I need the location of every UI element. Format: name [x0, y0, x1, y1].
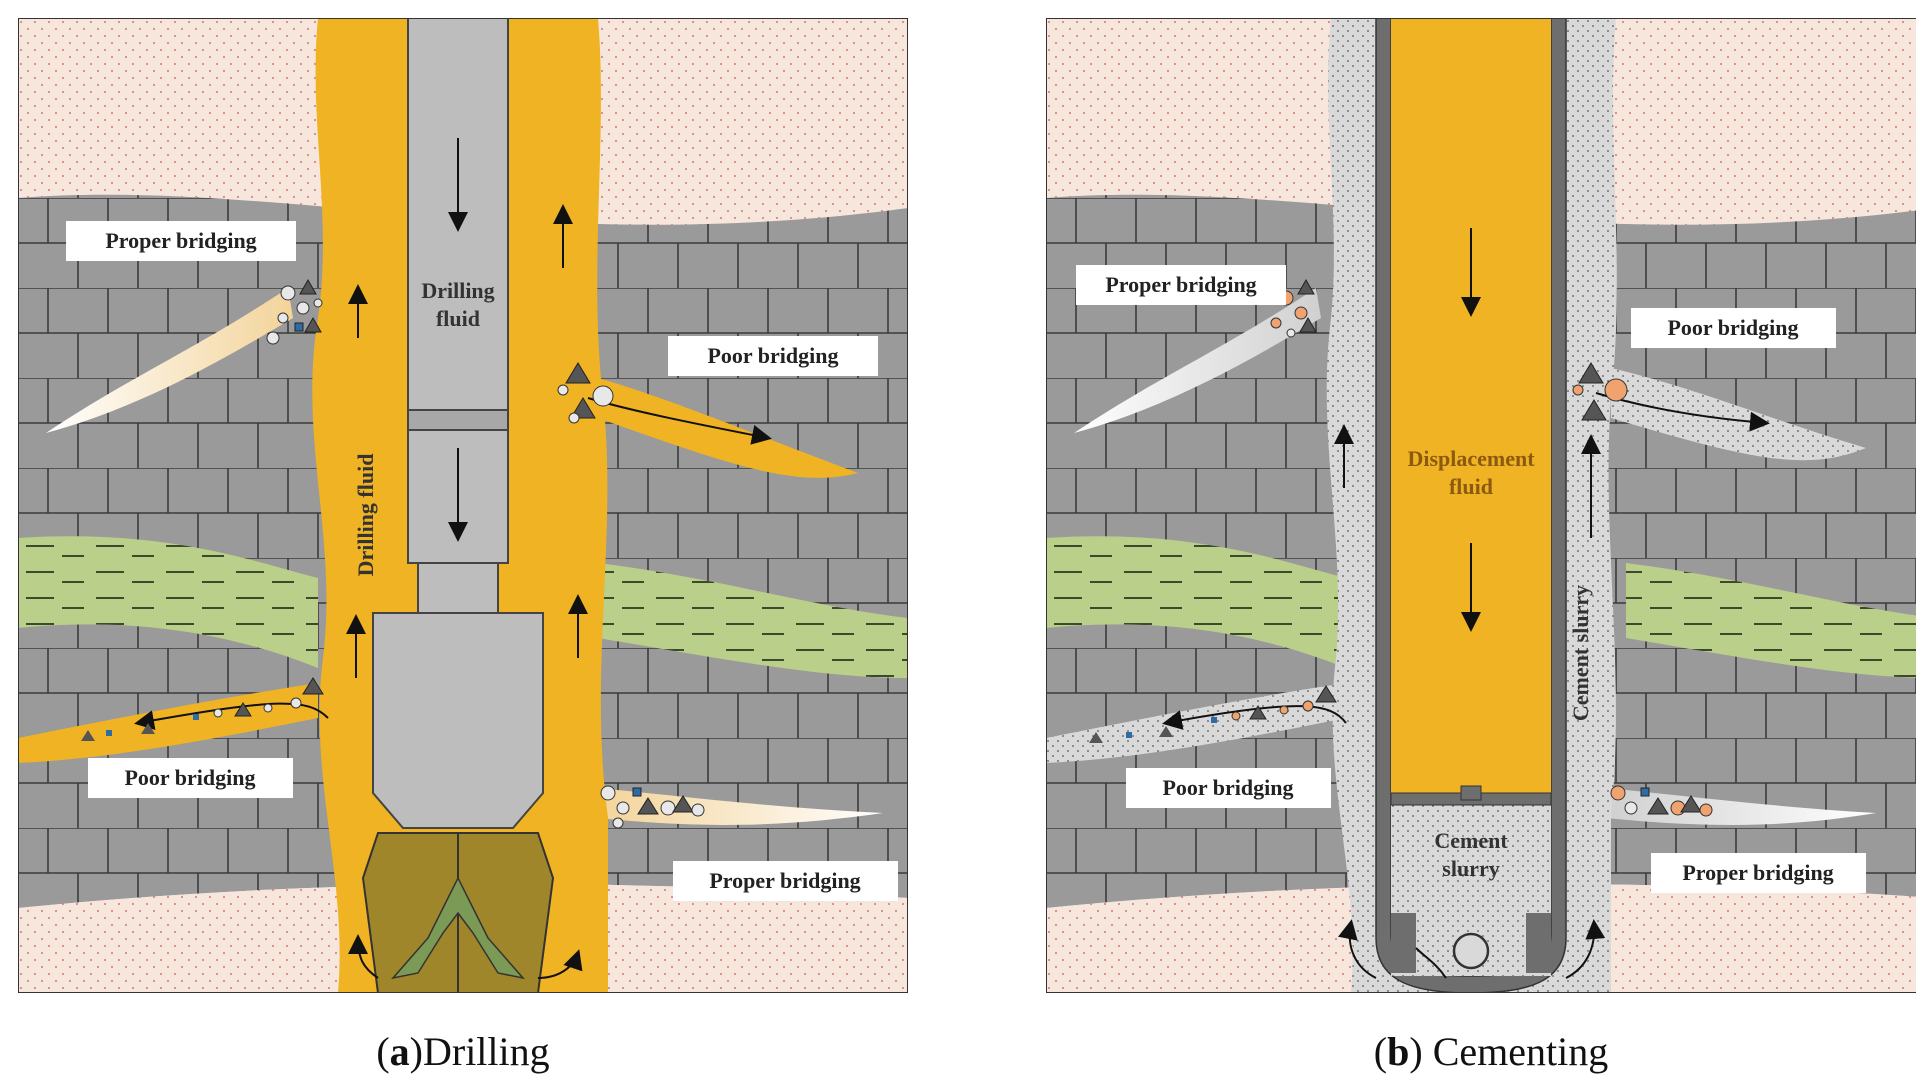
shale-layer-left — [18, 536, 318, 668]
fracture-flow-arrow-b — [134, 702, 329, 731]
fracture-poor-top-right — [598, 378, 858, 478]
fracture-proper-top-left — [1074, 288, 1321, 433]
svg-text:Poor bridging: Poor bridging — [707, 343, 838, 368]
label-proper-bridging-top-left: Proper bridging — [66, 221, 296, 261]
drill-collar — [372, 612, 544, 829]
fracture-poor-bottom-left — [1046, 683, 1346, 763]
displacement-fluid — [1391, 18, 1551, 800]
label-proper-bridging-bottom-right: Proper bridging — [1651, 853, 1866, 893]
fracture-proper-bottom-right — [598, 788, 883, 825]
cementing-diagram: Proper bridging Poor bridging Poor bridg… — [1046, 18, 1916, 993]
label-poor-bridging-top-right: Poor bridging — [1631, 308, 1836, 348]
label-poor-bridging-top-right: Poor bridging — [668, 336, 878, 376]
drill-bit-right-cone — [457, 832, 555, 993]
caption-letter-b: b — [1387, 1029, 1410, 1074]
caption-text-b: Cementing — [1422, 1029, 1609, 1074]
particles-bottom-left — [1089, 685, 1337, 743]
svg-text:Proper bridging: Proper bridging — [105, 228, 256, 253]
particles-bottom-right — [1610, 785, 1713, 817]
jet-arrow-left — [348, 934, 379, 979]
jet-arrow-left — [1338, 919, 1377, 979]
shale-layer-right — [598, 563, 908, 678]
drill-bit-teeth — [390, 876, 526, 980]
caption-drilling: (a)Drilling — [376, 1029, 550, 1074]
caption-letter-a: a — [389, 1029, 410, 1074]
annulus-cement-label: Cement slurry — [1568, 585, 1593, 721]
label-poor-bridging-bottom-left: Poor bridging — [1126, 768, 1331, 808]
jet-arrow-right — [1565, 919, 1606, 979]
shale-layer-left — [1046, 536, 1346, 668]
cement-slurry-label-2: slurry — [1442, 856, 1499, 881]
particles-top-left — [266, 278, 323, 345]
fracture-proper-top-left — [46, 288, 293, 433]
panel-cementing: Proper bridging Poor bridging Poor bridg… — [1046, 18, 1916, 993]
shale-layer-right — [1626, 563, 1916, 678]
fracture-poor-top-right — [1611, 368, 1866, 461]
svg-text:Proper bridging: Proper bridging — [1682, 860, 1833, 885]
label-poor-bridging-bottom-left: Poor bridging — [88, 758, 293, 798]
label-proper-bridging-bottom-right: Proper bridging — [673, 861, 898, 901]
label-proper-bridging-top-left: Proper bridging — [1076, 265, 1286, 305]
particles-top-right — [1572, 362, 1628, 421]
drill-bit-left-cone — [361, 832, 459, 993]
displacement-fluid-label-2: fluid — [1449, 474, 1493, 499]
tool-joint — [407, 409, 509, 431]
svg-text:Proper bridging: Proper bridging — [1105, 272, 1256, 297]
particles-bottom-right — [600, 785, 705, 829]
annulus-fluid-label: Drilling fluid — [353, 454, 378, 577]
fracture-flow-arrow-b — [1162, 705, 1347, 730]
pipe-fluid-label-2: fluid — [436, 306, 480, 331]
drilling-diagram: Proper bridging Poor bridging Poor bridg… — [18, 18, 908, 993]
pipe-fluid-label-1: Drilling — [421, 278, 494, 303]
float-valve-ball — [1452, 932, 1490, 970]
jet-arrow-right — [537, 949, 583, 979]
drill-collar-neck — [417, 562, 499, 614]
svg-text:Proper bridging: Proper bridging — [709, 868, 860, 893]
float-shoe-left — [1391, 913, 1416, 973]
cement-slurry-label-1: Cement — [1434, 828, 1508, 853]
fracture-proper-bottom-right — [1606, 788, 1876, 825]
caption-cementing: (b) Cementing — [1373, 1029, 1609, 1074]
plug-stem — [1460, 785, 1482, 801]
svg-text:Poor bridging: Poor bridging — [124, 765, 255, 790]
caption-text-a: Drilling — [422, 1029, 550, 1074]
shoe-flow-left — [1415, 947, 1447, 979]
svg-text:Poor bridging: Poor bridging — [1162, 775, 1293, 800]
panel-drilling: Proper bridging Poor bridging Poor bridg… — [18, 18, 908, 993]
particles-bottom-left — [81, 677, 324, 741]
float-shoe-right — [1526, 913, 1551, 973]
displacement-fluid-label-1: Displacement — [1407, 446, 1535, 471]
particles-top-right — [557, 362, 614, 424]
svg-text:Poor bridging: Poor bridging — [1667, 315, 1798, 340]
